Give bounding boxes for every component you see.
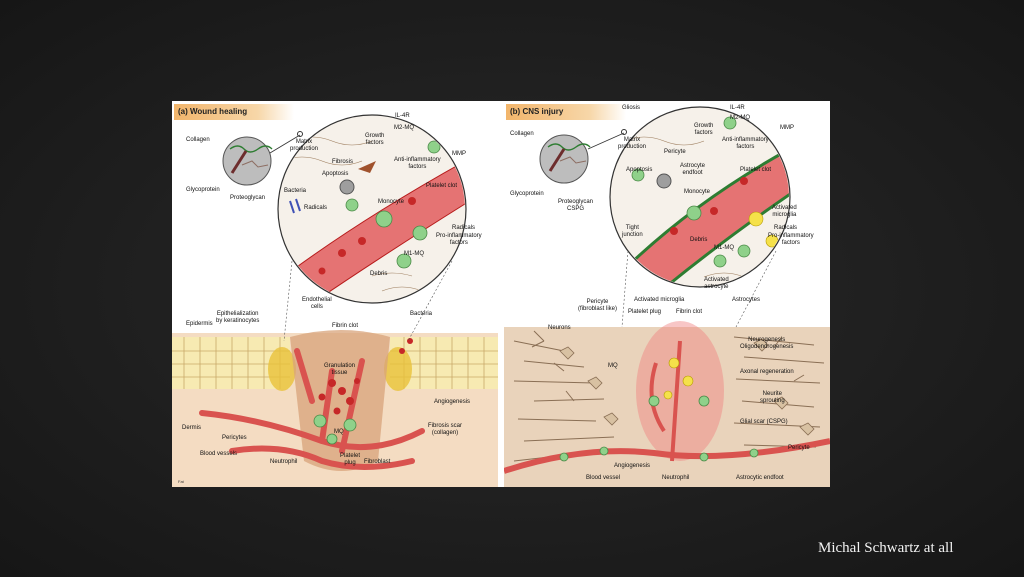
label-collagen: Collagen [186,137,210,143]
label-epithelialization: Epithelialization by keratinocytes [216,311,260,324]
panel-wound-healing: (a) Wound healing Collagen Glycoprotein … [172,101,498,487]
label-platelet-plug: Platelet plug [340,453,361,466]
ecm-inset [222,131,303,186]
label-bacteria-inset: Bacteria [284,188,307,194]
label-blood-vessels: Blood vessels [200,451,238,457]
label-granulation-tissue: Granulation tissue [324,363,356,376]
label-astrocytes: Astrocytes [732,297,761,303]
panel-b-title: (b) CNS injury [506,104,626,120]
label-proteoglycan: Proteoglycan [230,195,266,201]
brain-tissue [504,327,830,487]
label-platelet-plug-b: Platelet plug [628,309,662,315]
blood-vessel-cns [504,438,830,474]
label-neurogenesis: Neurogenesis Oligodendrogenesis [740,337,794,350]
label-radicals: Radicals [452,225,476,231]
label-activated-astrocyte: Activated astrocyte [704,277,729,290]
macrophages [313,414,357,445]
label-debris-b: Debris [690,237,708,243]
epidermis-layer [172,337,498,391]
label-mq-b: MQ [608,363,618,369]
label-dermis: Dermis [182,425,201,431]
label-fibrosis: Fibrosis [332,159,354,165]
label-gliosis: Gliosis [622,105,641,111]
label-fibrosis-scar: Fibrosis scar (collagen) [428,423,463,436]
label-debris: Debris [370,271,388,277]
label-il4r-b: IL-4R [730,105,745,111]
author-credit: Michal Schwartz at all [818,540,954,556]
label-mmp-b: MMP [780,125,794,131]
label-tight-junction: Tight junction [622,225,643,238]
label-m2mq: M2-MQ [394,125,414,131]
label-neutrophil: Neutrophil [270,459,298,465]
label-apoptosis-b: Apoptosis [626,167,653,173]
label-monocyte-b: Monocyte [684,189,711,195]
label-bacteria: Bacteria [410,311,433,317]
label-growth-factors-b: Growth factors [694,123,714,136]
label-il4r: IL-4R [395,113,410,119]
label-endothelial-cells: Endothelial cells [302,297,332,310]
red-blood-cells [318,338,413,415]
neuron-bodies [559,338,815,436]
cns-injury-illustration [504,106,830,487]
label-matrix-production-b: Matrix production [618,137,647,150]
label-m2mq-b: M2-MQ [730,115,750,121]
astrocyte-endfeet [559,395,759,462]
label-platelet-clot-b: Platelet clot [740,167,772,173]
label-mq: MQ [334,429,344,435]
label-astrocyte-endfoot: Astrocyte endfoot [680,163,706,176]
label-blood-vessel: Blood vessel [586,475,621,481]
label-monocyte: Monocyte [378,199,405,205]
label-astrocytic-endfoot: Astrocytic endfoot [736,475,784,481]
label-pro-inflammatory-b: Pro-inflammatory factors [768,233,814,246]
label-matrix-production: Matrix production [290,139,319,152]
label-m1mq-b: M1-MQ [714,245,734,251]
label-m1mq: M1-MQ [404,251,424,257]
label-anti-inflammatory-b: Anti-inflammatory factors [722,137,769,150]
label-platelet-clot: Platelet clot [426,183,458,189]
label-radicals-b: Radicals [774,225,798,231]
label-fat: Fat [178,479,184,484]
label-glycoprotein-b: Glycoprotein [510,191,544,197]
label-pericyte-b: Pericyte [788,445,810,451]
figure: (a) Wound healing Collagen Glycoprotein … [172,101,830,487]
label-proteoglycan-cspg: Proteoglycan CSPG [558,199,594,212]
wound-healing-illustration [172,114,498,487]
label-fibroblast: Fibroblast [364,459,391,465]
label-neurons: Neurons [548,325,571,331]
label-axonal-regeneration: Axonal regeneration [740,369,794,375]
label-activated-microglia: Activated microglia [634,297,685,303]
label-growth-factors: Growth factors [365,133,385,146]
injury-core [636,321,724,461]
label-fibrin-clot: Fibrin clot [332,323,359,329]
label-pericyte-inset: Pericyte [664,149,686,155]
activated-microglia-cells [663,357,694,400]
label-mmp: MMP [452,151,466,157]
label-activated-microglia-inset: Activated microglia [772,205,797,218]
label-glial-scar: Glial scar (CSPG) [740,419,788,425]
label-apoptosis: Apoptosis [322,171,349,177]
label-neurite-sprouting: Neurite sprouting [760,391,785,404]
panel-a-title: (a) Wound healing [174,104,294,120]
label-radicals-inset: Radicals [304,205,328,211]
label-neutrophil-b: Neutrophil [662,475,690,481]
label-anti-inflammatory: Anti-inflammatory factors [394,157,441,170]
magnified-inset [277,114,467,342]
panel-cns-injury: (b) CNS injury Gliosis IL-4R M2-MQ Colla… [504,101,830,487]
label-pro-inflammatory: Pro-inflammatory factors [436,233,482,246]
ecm-inset-cns [539,129,627,184]
label-angiogenesis-b: Angiogenesis [614,463,651,469]
label-angiogenesis: Angiogenesis [434,399,471,405]
label-epidermis: Epidermis [186,321,213,327]
label-fibrin-clot-b: Fibrin clot [676,309,703,315]
label-pericyte-fibroblast: Pericyte (fibroblast like) [578,299,618,312]
label-collagen-b: Collagen [510,131,534,137]
label-glycoprotein: Glycoprotein [186,187,220,193]
label-pericytes: Pericytes [222,435,247,441]
